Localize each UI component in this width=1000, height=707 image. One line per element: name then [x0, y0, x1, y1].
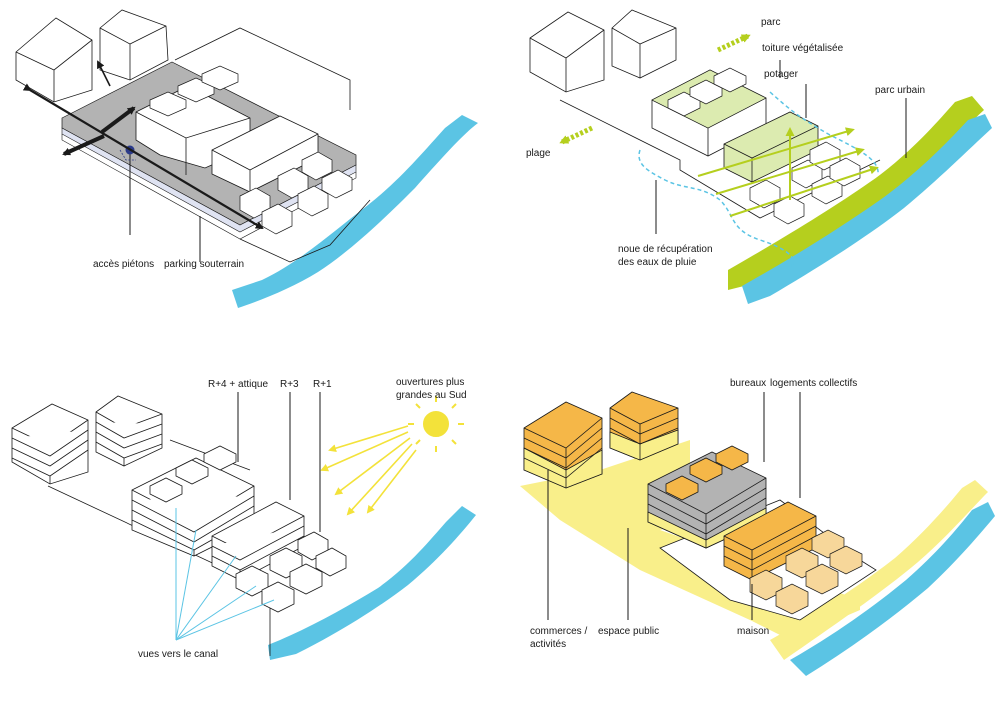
label-urban-park: parc urbain: [875, 85, 926, 96]
houses-r1: [235, 531, 347, 613]
arrow-to-beach: [559, 125, 594, 145]
panel-landscape: [529, 9, 992, 304]
label-shops: commerces / activités: [530, 625, 587, 651]
building-neighbour-3: [11, 403, 89, 485]
label-housing: logements collectifs: [770, 378, 858, 389]
arrow-axis-long: [22, 83, 264, 230]
label-garden: potager: [764, 69, 798, 80]
canal: [232, 115, 478, 308]
panel-access: [15, 9, 478, 308]
label-sun: ouvertures plus grandes au Sud: [396, 376, 467, 402]
label-swale-line2: des eaux de pluie: [618, 257, 697, 268]
arrow-up-short: [97, 60, 111, 87]
view-lines: [175, 508, 275, 641]
building-neighbour-4: [95, 395, 163, 467]
label-shops-line1: commerces /: [530, 626, 588, 637]
label-swale: noue de récupération des eaux de pluie: [618, 243, 713, 269]
label-park: parc: [761, 17, 781, 28]
label-beach: plage: [526, 148, 551, 159]
sun-rays: [320, 425, 417, 516]
label-sun-line2: grandes au Sud: [396, 390, 467, 401]
arrow-pedestrian-out: [62, 134, 105, 156]
label-views: vues vers le canal: [138, 649, 219, 660]
arrow-to-park: [716, 33, 751, 53]
label-r1: R+1: [313, 379, 332, 390]
canal-4: [790, 502, 995, 676]
label-sun-line1: ouvertures plus: [396, 377, 465, 388]
label-swale-line1: noue de récupération: [618, 244, 713, 255]
building-neighbour-2: [99, 9, 169, 81]
label-pedestrian-access: accès piétons: [93, 259, 155, 270]
canal-2: [742, 114, 992, 304]
arrow-pedestrian-in: [100, 106, 136, 134]
sun-icon: [408, 396, 464, 452]
label-underground-parking: parking souterrain: [164, 259, 245, 270]
label-shops-line2: activités: [530, 639, 567, 650]
panel-heights: [11, 392, 476, 660]
panel-programme: [520, 391, 995, 676]
label-house: maison: [737, 626, 770, 637]
label-green-roof: toiture végétalisée: [762, 43, 844, 54]
houses-programme: [749, 529, 863, 615]
urban-park-strip: [728, 96, 984, 290]
building-shops-2: [609, 391, 679, 461]
label-offices: bureaux: [730, 378, 767, 389]
label-r4: R+4 + attique: [208, 379, 269, 390]
building-shops-1: [523, 401, 603, 489]
label-public-space: espace public: [598, 626, 660, 637]
label-r3: R+3: [280, 379, 299, 390]
rainwater-swale: [638, 91, 879, 269]
canal-3: [268, 506, 476, 660]
